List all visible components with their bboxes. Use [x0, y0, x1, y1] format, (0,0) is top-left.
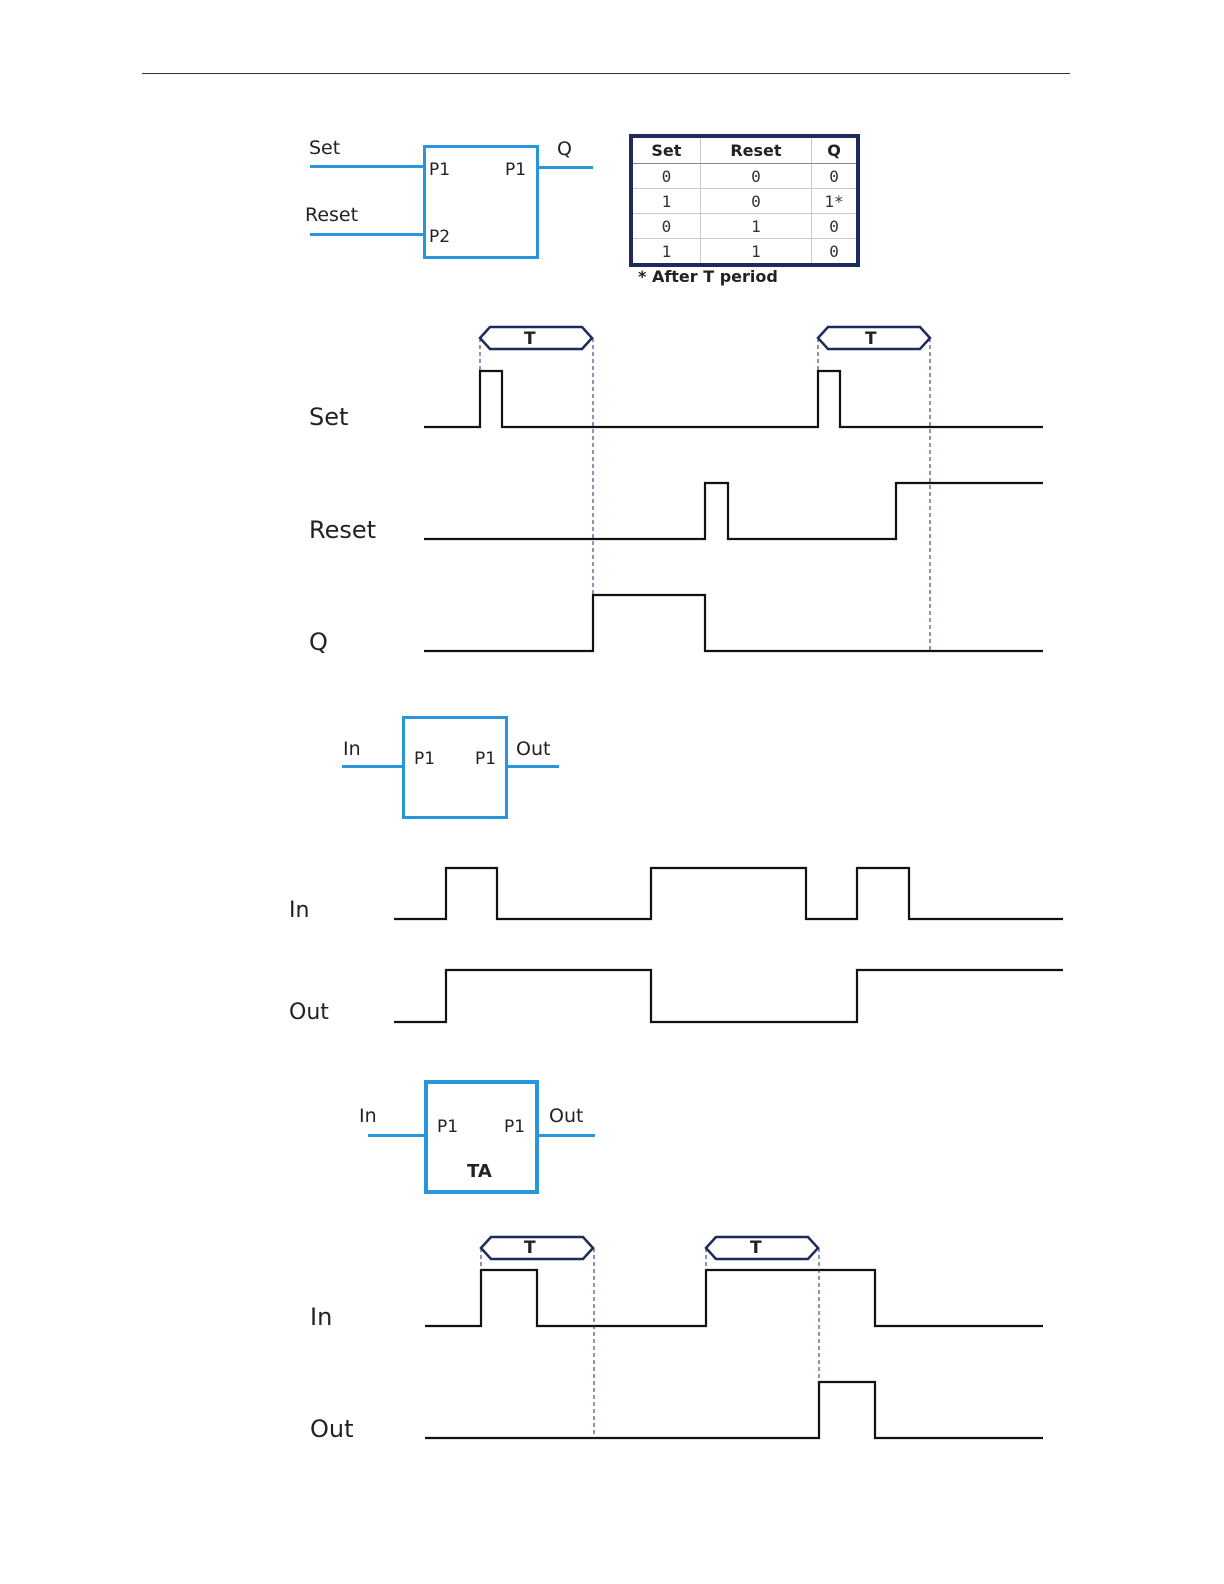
timing2-in-waveform — [394, 868, 1063, 919]
timing1-period-marker-1 — [480, 327, 592, 349]
timing1-period-label-2: T — [865, 331, 877, 348]
reset-waveform — [424, 483, 1043, 539]
timing3-in-waveform — [425, 1270, 1043, 1326]
timing3-period-marker-2 — [706, 1237, 818, 1259]
timing3-out-waveform — [425, 1382, 1043, 1438]
timing3-period-marker-1 — [481, 1237, 593, 1259]
timing1-period-label-1: T — [524, 331, 536, 348]
set-waveform — [424, 371, 1043, 427]
timing2-out-waveform — [394, 970, 1063, 1022]
timing3-period-label-1: T — [524, 1240, 536, 1257]
q-waveform — [424, 595, 1043, 651]
timing3-period-label-2: T — [750, 1240, 762, 1257]
